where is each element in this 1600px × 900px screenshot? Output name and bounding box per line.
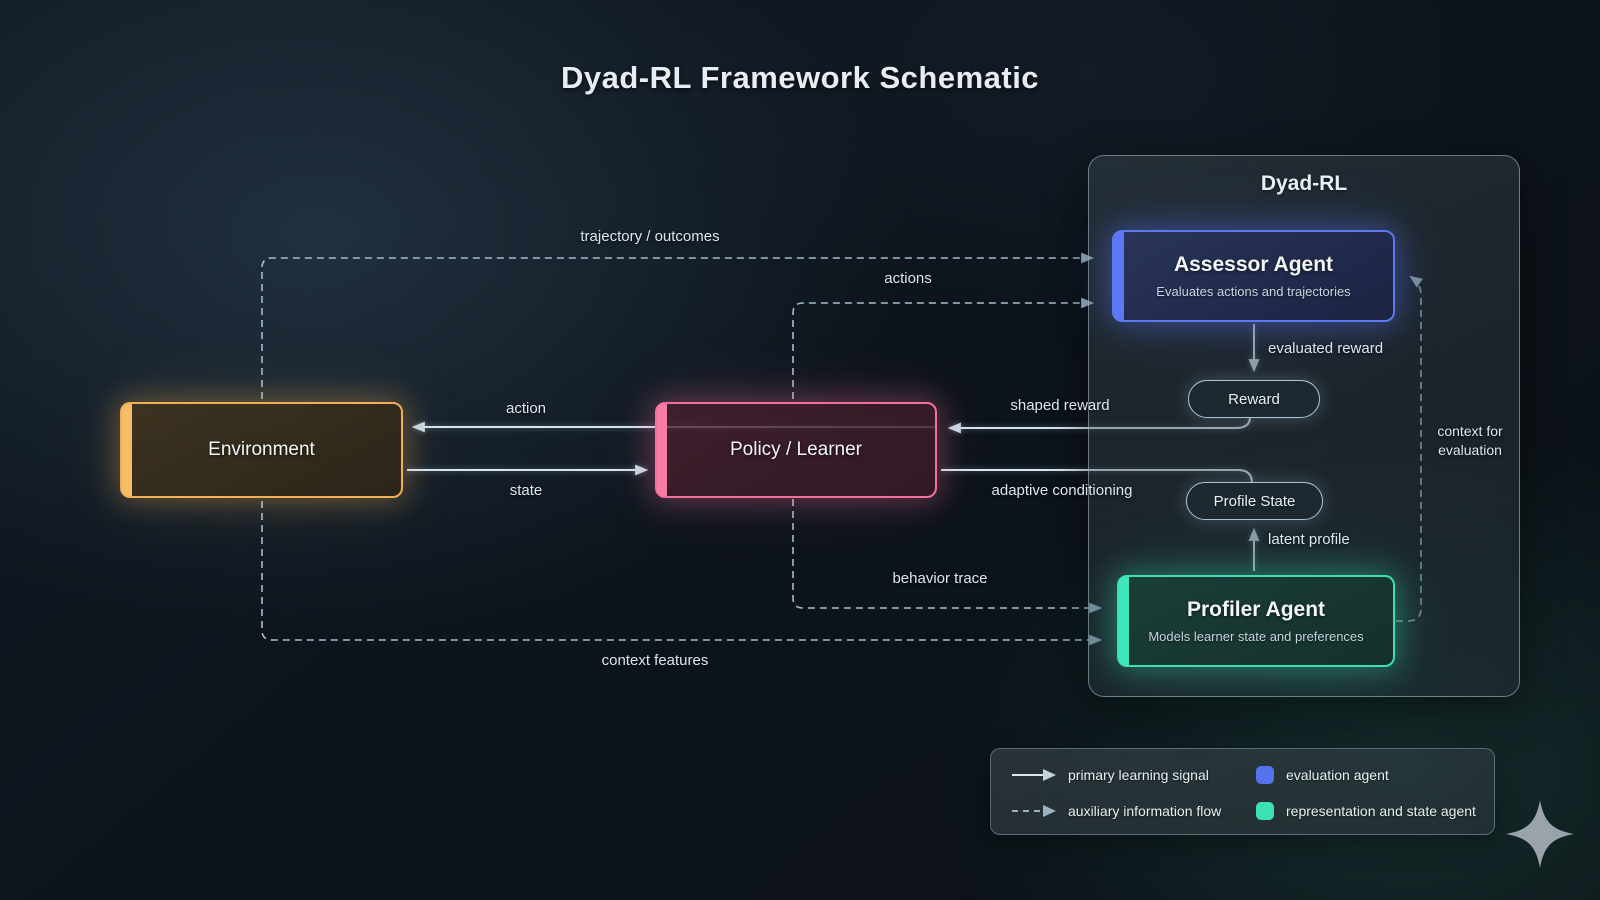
edge-label-state: state [509, 482, 543, 499]
profiler-agent-subtitle: Models learner state and preferences [1148, 629, 1364, 644]
assessor-agent-subtitle: Evaluates actions and trajectories [1156, 284, 1351, 299]
page-title: Dyad-RL Framework Schematic [560, 60, 1040, 95]
edge-label-trajectory-outcomes: trajectory / outcomes [580, 228, 720, 245]
environment-accent-bar [122, 404, 132, 496]
edge-label-context-features: context features [601, 652, 709, 669]
assessor-agent-node: Assessor Agent Evaluates actions and tra… [1112, 230, 1395, 322]
edge-label-action: action [505, 400, 547, 417]
edge-adaptive-conditioning [941, 469, 1253, 484]
legend-label-primary: primary learning signal [1068, 767, 1209, 783]
environment-label: Environment [208, 439, 315, 460]
reward-pill: Reward [1188, 380, 1320, 418]
solid-arrow-icon [1012, 769, 1056, 781]
assessor-accent-bar [1114, 232, 1124, 320]
edge-shaped-reward [947, 416, 1251, 434]
profiler-agent-title: Profiler Agent [1186, 598, 1326, 621]
legend-panel [990, 748, 1495, 835]
profiler-agent-node: Profiler Agent Models learner state and … [1117, 575, 1395, 667]
legend-item-evaluation-agent: evaluation agent [1256, 766, 1389, 784]
legend-item-primary: primary learning signal [1010, 766, 1209, 784]
edge-label-actions: actions [884, 270, 932, 287]
policy-learner-node: Policy / Learner [655, 402, 937, 498]
profiler-accent-bar [1119, 577, 1129, 665]
edge-label-behavior-trace: behavior trace [892, 570, 988, 587]
edge-label-evaluated-reward: evaluated reward [1268, 340, 1384, 357]
edge-actions [792, 297, 1095, 399]
legend-label-evaluation-agent: evaluation agent [1286, 767, 1389, 783]
environment-node: Environment [120, 402, 403, 498]
profile-state-pill: Profile State [1186, 482, 1323, 520]
legend-label-auxiliary: auxiliary information flow [1068, 803, 1222, 819]
policy-learner-label: Policy / Learner [729, 439, 862, 460]
edge-trajectory-outcomes [261, 252, 1095, 399]
edge-label-latent-profile: latent profile [1268, 531, 1350, 548]
edge-context-for-evaluation [1396, 275, 1423, 622]
policy-accent-bar [657, 404, 667, 496]
dyad-rl-title: Dyad-RL [1260, 172, 1348, 195]
representation-agent-swatch [1256, 802, 1274, 820]
evaluation-agent-swatch [1256, 766, 1274, 784]
sparkle-icon [1506, 800, 1574, 868]
legend-item-auxiliary: auxiliary information flow [1010, 802, 1221, 820]
edge-label-shaped-reward: shaped reward [1010, 397, 1110, 414]
dashed-arrow-icon [1012, 805, 1056, 817]
edge-behavior-trace [792, 499, 1103, 614]
legend-item-representation-agent: representation and state agent [1256, 802, 1476, 820]
edge-context-features [261, 501, 1103, 646]
edge-label-context-for-evaluation: context for evaluation [1437, 423, 1503, 458]
assessor-agent-title: Assessor Agent [1173, 253, 1334, 276]
legend-label-representation-agent: representation and state agent [1286, 803, 1476, 819]
edge-label-adaptive-conditioning: adaptive conditioning [991, 482, 1133, 499]
